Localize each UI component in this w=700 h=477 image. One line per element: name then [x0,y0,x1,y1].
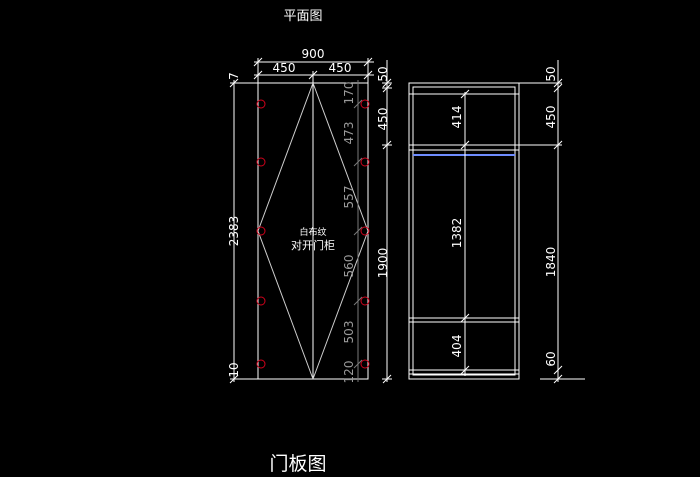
cabinet-outline [408,82,520,380]
hinge-icon [360,359,370,369]
door-total-height: 2383 [227,216,241,247]
hinges-right [360,99,370,369]
cabinet-lower-height: 1900 [376,248,390,279]
door-panel: 白布纹 对开门柜 [256,82,370,380]
hinge-icon [360,226,370,236]
hinge-icon [256,157,266,167]
door-left-width: 450 [273,61,296,75]
cabinet-section [408,82,520,380]
hinge-icon [360,99,370,109]
hinge-spacing-label: 503 [342,321,356,344]
door-top-gap: 7 [227,72,241,80]
door-height-dimensions: 2383 7 10 [227,72,258,384]
right-upper-dim: 450 [544,106,558,129]
cabinet-inner-outline [412,86,516,376]
right-dimensions: 50 450 1840 60 [519,60,585,384]
hinge-icon [360,296,370,306]
right-top-dim: 50 [544,66,558,81]
hinge-icon [256,99,266,109]
hinge-spacing-label: 120 [342,361,356,384]
door-panel-title: 门板图 [269,453,326,475]
middle-dimensions: 50 450 1900 [376,60,392,384]
hinge-spacing-label: 557 [342,186,356,209]
hinges-left [256,99,266,369]
door-material-note: 白布纹 [299,226,326,238]
plan-view-title: 平面图 [283,9,322,24]
door-type-note: 对开门柜 [291,238,335,252]
hinge-spacing-dimensions: 170 473 557 560 503 120 [342,80,363,384]
hinge-spacing-label: 170 [342,82,356,105]
door-total-width: 900 [302,47,325,61]
hinge-icon [360,157,370,167]
hinge-spacing-label: 560 [342,255,356,278]
hinge-spacing-label: 473 [342,122,356,145]
cabinet-upper-height: 450 [376,108,390,131]
right-plinth-dim: 60 [544,351,558,366]
door-right-width: 450 [329,61,352,75]
hinge-icon [256,359,266,369]
cabinet-inner-dimensions: 414 1382 404 [450,89,470,376]
door-bottom-gap: 10 [227,362,241,377]
right-lower-dim: 1840 [544,247,558,278]
door-width-dimensions: 900 450 450 [253,47,374,83]
middle-compartment-height: 1382 [450,218,464,249]
upper-compartment-height: 414 [450,106,464,129]
cabinet-top-thickness: 50 [376,66,390,81]
hinge-icon [256,296,266,306]
right-door-swing-line [312,82,369,380]
bottom-compartment-height: 404 [450,335,464,358]
hinge-icon [256,226,266,236]
left-door-swing-line [257,82,314,380]
